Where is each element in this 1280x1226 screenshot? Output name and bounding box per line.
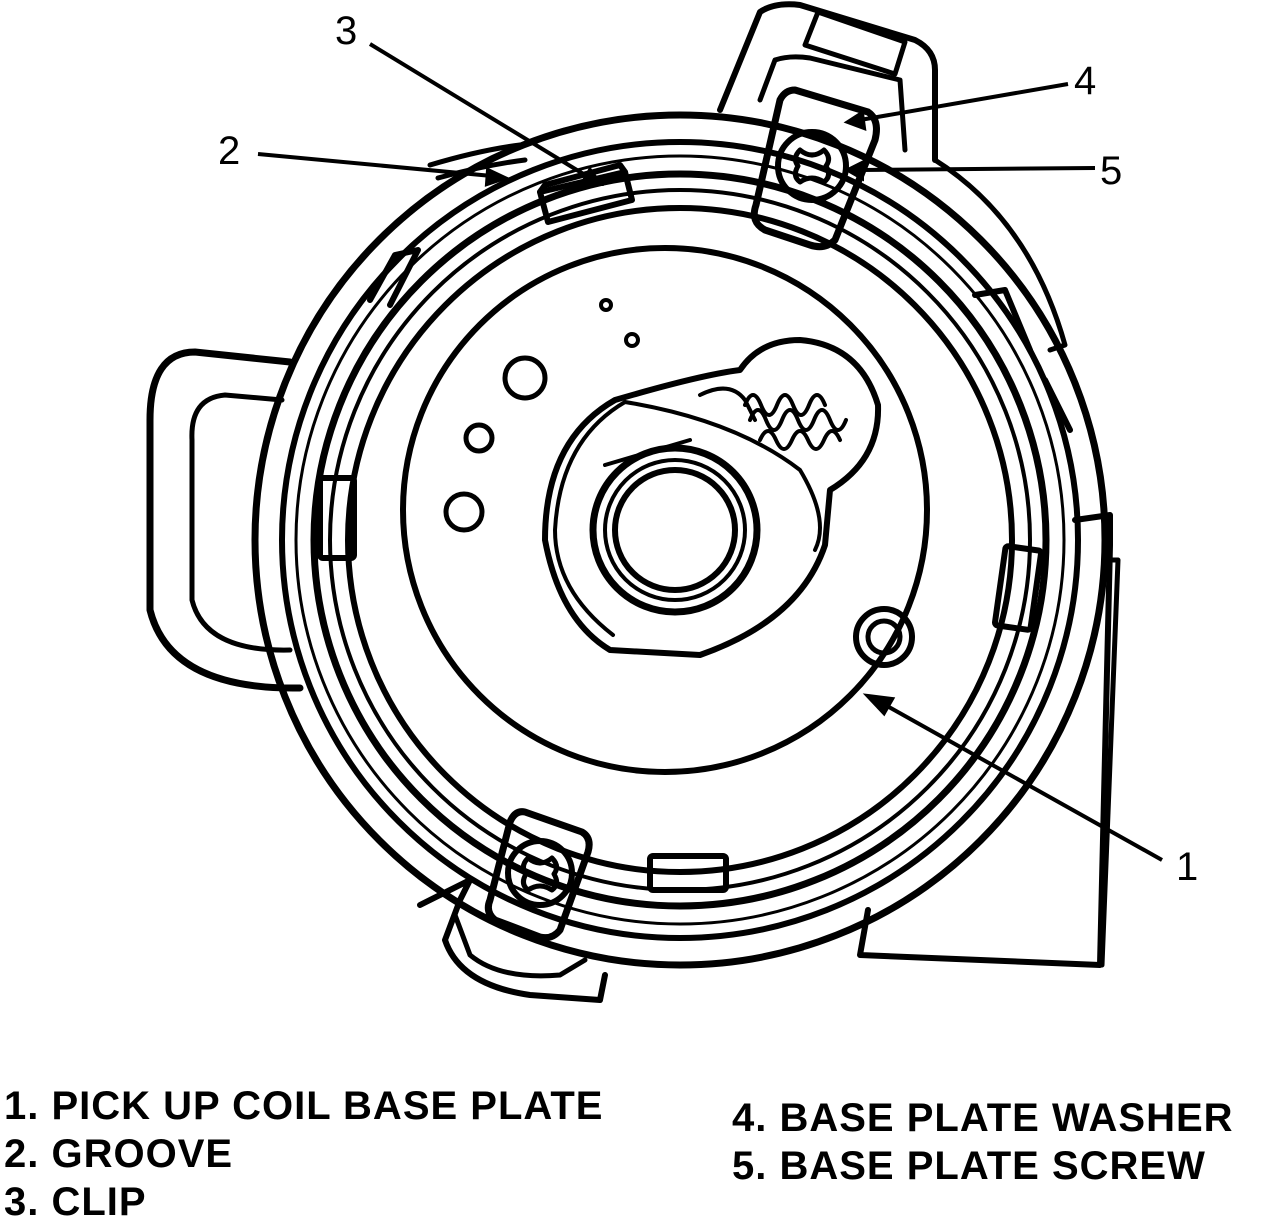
callout-5: 5: [1100, 149, 1122, 193]
leader-arrow-4: [843, 82, 1069, 132]
housing-rings: [251, 111, 1109, 969]
bottom-base-plate-screw: [505, 838, 575, 908]
bottom-tab: [417, 877, 608, 1003]
leader-arrow-3: [368, 42, 604, 186]
leader-arrow-1: [862, 693, 1163, 862]
legend-left: 1. PICK UP COIL BASE PLATE 2. GROOVE 3. …: [4, 1082, 603, 1226]
top-tab: [717, 1, 1068, 353]
base-plate-washer: [750, 86, 880, 251]
center-shaft: [589, 444, 761, 616]
legend-item: 1. PICK UP COIL BASE PLATE: [4, 1084, 604, 1128]
pick-up-coil-base-plate: [400, 245, 930, 775]
legend-item: 4. BASE PLATE WASHER: [732, 1096, 1234, 1140]
leader-arrow-5: [843, 159, 1096, 182]
legend-item: 5. BASE PLATE SCREW: [732, 1144, 1206, 1188]
legend-right: 4. BASE PLATE WASHER 5. BASE PLATE SCREW: [732, 1094, 1234, 1190]
rim-tabs: [317, 247, 1073, 893]
base-plate-screw: [775, 129, 849, 203]
legend-item: 2. GROOVE: [4, 1132, 234, 1176]
legend-item: 3. CLIP: [4, 1180, 147, 1224]
callout-1: 1: [1176, 845, 1198, 889]
advance-plate: [542, 337, 882, 658]
callout-2: 2: [218, 129, 240, 173]
groove: [427, 142, 528, 181]
bottom-base-plate-washer: [484, 808, 593, 942]
distributor-base-plate-diagram: 1 2 3 4 5: [146, 1, 1198, 1003]
side-mounting-lug: [146, 348, 304, 692]
callout-3: 3: [335, 9, 357, 53]
callout-4: 4: [1074, 59, 1096, 103]
leader-arrow-2: [257, 152, 511, 187]
